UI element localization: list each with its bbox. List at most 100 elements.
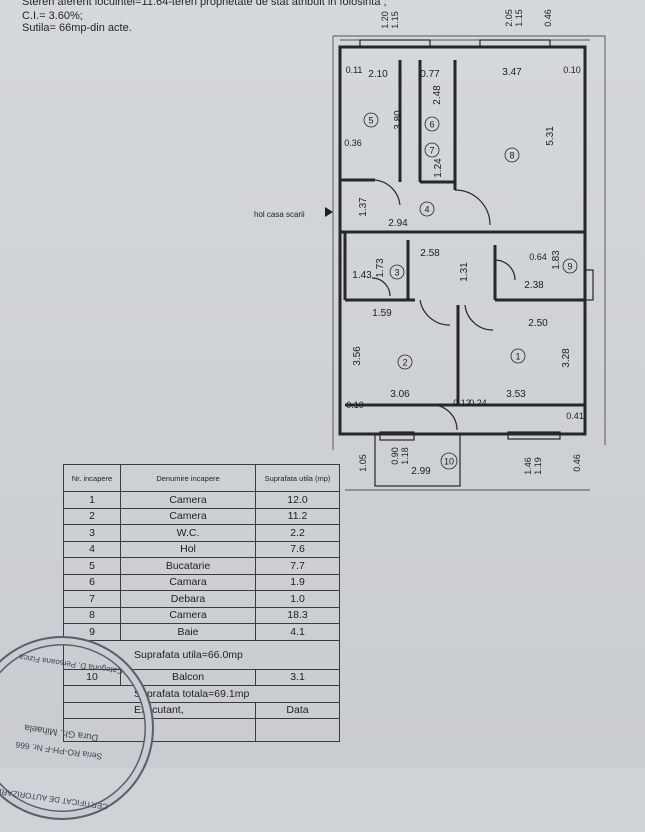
cell-area: 1.0 — [255, 590, 340, 608]
svg-text:6: 6 — [429, 120, 434, 130]
dim-small-a: 0.11 — [346, 65, 363, 75]
svg-text:5: 5 — [368, 116, 373, 126]
dim-top-mid: 0.77 — [420, 69, 440, 80]
dim-r2-height: 3.56 — [352, 346, 363, 366]
dim-top-ext-c: 2.05 — [504, 9, 514, 27]
door-swing-room2 — [419, 299, 451, 326]
balcony-outline — [374, 433, 461, 487]
cell-area: 7.7 — [255, 557, 340, 575]
cell-name: Camara — [120, 573, 256, 591]
signature-cell — [63, 718, 256, 742]
room-marker-9: 9 — [562, 258, 578, 274]
header-nr: Nr. incapere — [63, 464, 121, 492]
floor-plan: 5 6 7 8 4 3 9 2 1 10 2.10 0.77 3.47 2.94… — [332, 9, 606, 491]
cell-nr: 5 — [63, 557, 121, 575]
dim-baie-width: 2.38 — [524, 280, 544, 291]
dim-r1-height: 3.28 — [561, 348, 572, 368]
dim-balcony-width: 2.99 — [411, 466, 431, 477]
stair-arrow-icon — [325, 207, 333, 217]
cell-area: 4.1 — [255, 623, 340, 641]
dim-small-f: 0.12 — [453, 398, 471, 408]
dim-bot-f: 0.46 — [572, 454, 582, 472]
room-marker-3: 3 — [389, 264, 405, 280]
header-name: Denumire incapere — [120, 464, 256, 492]
executant-label: Executant, — [63, 701, 256, 719]
cell-area: 3.1 — [255, 668, 340, 686]
dim-r2-width: 3.06 — [390, 389, 410, 400]
dim-frame-outer — [333, 35, 606, 445]
cell-area: 7.6 — [255, 540, 340, 558]
room-marker-8: 8 — [504, 147, 520, 163]
cell-nr: 7 — [63, 590, 121, 608]
door-swing-balcony — [431, 404, 458, 431]
useful-total: Suprafata utila=66.0mp — [63, 639, 340, 670]
header-line-3: Sutila= 66mp-din acte. — [22, 22, 132, 34]
dim-baie-height: 1.83 — [551, 250, 562, 270]
dim-r2-top: 1.59 — [372, 308, 392, 319]
room-marker-10: 10 — [440, 452, 458, 470]
svg-text:3: 3 — [394, 268, 399, 278]
svg-text:9: 9 — [567, 262, 572, 272]
dim-bot-e: 1.19 — [533, 457, 543, 475]
outer-wall — [338, 45, 587, 436]
dim-bot-b: 0.90 — [390, 447, 400, 465]
header-line-2: C.I.= 3.60%; — [22, 10, 83, 22]
door-swing-room1 — [464, 304, 494, 331]
dim-bot-a: 1.05 — [358, 454, 368, 472]
stair-hall-label: hol casa scarii — [254, 210, 305, 219]
dim-top-ext-d: 1.15 — [514, 9, 524, 27]
dim-r7-height: 1.24 — [433, 158, 444, 178]
svg-text:1: 1 — [515, 352, 520, 362]
header-area: Suprafata utila (mp) — [255, 464, 340, 492]
dim-mid-height: 1.31 — [459, 262, 470, 282]
dim-bot-c: 1.18 — [400, 447, 410, 465]
cell-name: W.C. — [120, 524, 256, 542]
cell-area: 11.2 — [255, 507, 340, 525]
table-total-useful-row: Suprafata utila=66.0mp — [63, 639, 340, 670]
svg-text:10: 10 — [444, 457, 454, 467]
cell-nr: 1 — [63, 491, 121, 509]
table-header-row: Nr. incapere Denumire incapere Suprafata… — [63, 464, 340, 492]
door-swing-baie — [494, 259, 516, 281]
door-swing-kitchen — [374, 179, 401, 206]
dim-r1-top: 2.50 — [528, 318, 548, 329]
window-top-right — [479, 39, 551, 48]
svg-text:2: 2 — [402, 358, 407, 368]
dim-small-d: 0.64 — [529, 252, 547, 262]
dim-top-ext-a: 1.20 — [380, 11, 390, 29]
dim-r6-height: 2.48 — [432, 85, 443, 105]
door-swing-wc — [371, 277, 391, 297]
cell-area: 2.2 — [255, 524, 340, 542]
window-right — [584, 269, 594, 301]
svg-text:8: 8 — [509, 151, 514, 161]
dim-bot-d: 1.46 — [523, 457, 533, 475]
stamp-ring-top: CERTIFICAT DE AUTORIZARE — [0, 786, 109, 812]
cell-area: 18.3 — [255, 606, 340, 624]
cell-area: 1.9 — [255, 573, 340, 591]
svg-text:4: 4 — [424, 205, 429, 215]
dim-small-h: 0.10 — [346, 400, 364, 410]
dim-wc-width: 1.43 — [352, 270, 372, 281]
room-marker-6: 6 — [424, 116, 440, 132]
balcony-door — [379, 431, 415, 441]
cell-name: Debara — [120, 590, 256, 608]
dim-top-right: 3.47 — [502, 67, 522, 78]
room-marker-2: 2 — [397, 354, 413, 370]
cell-name: Hol — [120, 540, 256, 558]
cell-nr: 2 — [63, 507, 121, 525]
window-top-left — [359, 39, 431, 48]
header-line-1: Steren aferent locuintei=11.64-teren pro… — [22, 0, 387, 8]
dim-top-left: 2.10 — [368, 69, 388, 80]
room-marker-5: 5 — [363, 112, 379, 128]
dim-wc-height: 1.73 — [375, 258, 386, 278]
cell-nr: 8 — [63, 606, 121, 624]
room-marker-7: 7 — [424, 142, 440, 158]
dim-top-ext-b: 1.15 — [390, 11, 400, 29]
cell-nr: 3 — [63, 524, 121, 542]
dim-r8-height: 5.31 — [545, 126, 556, 146]
